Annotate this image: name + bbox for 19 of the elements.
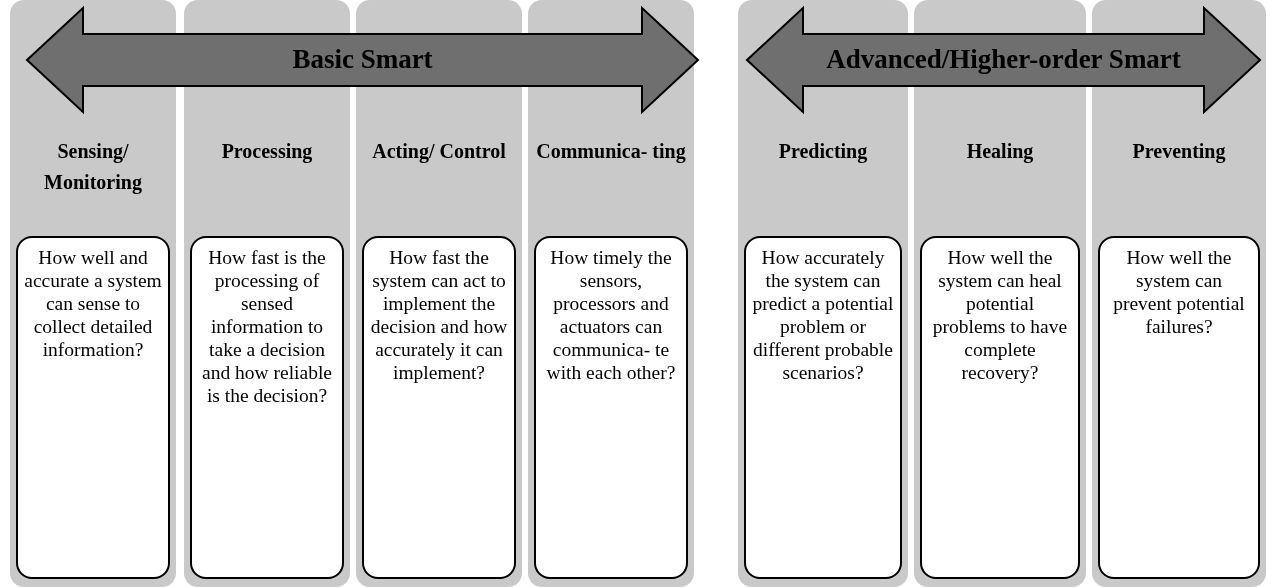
column-heading: Sensing/ Monitoring bbox=[43, 139, 143, 196]
question-box: How well and accurate a system can sense to collect detailed information? bbox=[16, 236, 170, 579]
column-panel bbox=[10, 0, 176, 587]
column-heading: Processing bbox=[220, 139, 314, 165]
question-box: How well the system can prevent potential failures? bbox=[1098, 236, 1260, 579]
arrow-label: Advanced/Higher-order Smart bbox=[825, 44, 1182, 75]
question-box: How timely the sensors, processors and actuators can communica- te with each other? bbox=[534, 236, 688, 579]
column-heading: Healing bbox=[965, 139, 1035, 165]
arrow-label: Basic Smart bbox=[291, 44, 434, 75]
question-box: How well the system can heal potential problems to have complete recovery? bbox=[920, 236, 1080, 579]
question-box: How fast is the processing of sensed information to take a decision and how reliable is the decision? bbox=[190, 236, 344, 579]
column-heading: Predicting bbox=[777, 139, 869, 165]
column-panel bbox=[356, 0, 522, 587]
column-heading: Acting/ Control bbox=[371, 139, 507, 165]
question-box: How accurately the system can predict a potential problem or different probable scenarios? bbox=[744, 236, 902, 579]
column-heading: Preventing bbox=[1131, 139, 1227, 165]
column-heading: Communica- ting bbox=[535, 139, 687, 165]
column-panel bbox=[528, 0, 694, 587]
question-box: How fast the system can act to implement the decision and how accurately it can implement? bbox=[362, 236, 516, 579]
